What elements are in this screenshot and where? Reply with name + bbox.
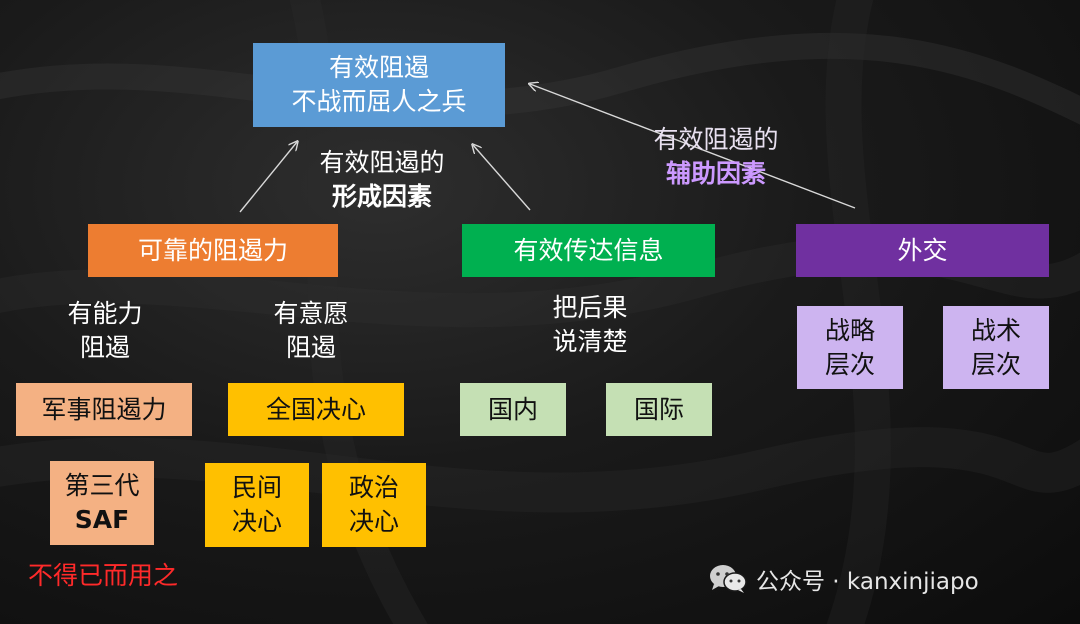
branch-effective-communication: 有效传达信息	[462, 224, 715, 277]
last-resort-caption: 不得已而用之	[10, 559, 196, 593]
political-resolve-line1: 政治	[348, 473, 399, 502]
top-node-effective-deterrence: 有效阻遏 不战而屈人之兵	[253, 43, 505, 127]
saf-line1: 第三代	[64, 471, 140, 500]
military-label: 军事阻遏力	[41, 394, 167, 424]
branch-credible-label: 可靠的阻遏力	[137, 235, 288, 265]
branch-communicate-label: 有效传达信息	[513, 235, 664, 265]
political-resolve-line2: 决心	[348, 507, 399, 536]
formation-label-line1: 有效阻遏的	[319, 148, 445, 177]
branch-diplomacy: 外交	[796, 224, 1049, 277]
saf-line2: SAF	[74, 505, 130, 534]
domestic-label: 国内	[487, 394, 538, 424]
tactical-line1: 战术	[970, 315, 1021, 345]
watermark: 公众号 · kanxinjiapo	[708, 562, 979, 596]
node-domestic: 国内	[460, 383, 566, 436]
strategic-line1: 战略	[824, 315, 875, 345]
consequences-label: 把后果 说清楚	[530, 291, 650, 359]
strategic-line2: 层次	[824, 349, 875, 379]
willingness-line2: 阻遏	[285, 333, 336, 362]
aux-label-line2: 辅助因素	[665, 159, 766, 188]
node-strategic-level: 战略 层次	[797, 306, 903, 389]
capability-label: 有能力 阻遏	[45, 297, 165, 365]
capability-line1: 有能力	[67, 299, 143, 328]
formation-factors-label: 有效阻遏的 形成因素	[302, 146, 462, 214]
node-third-gen-saf: 第三代 SAF	[50, 461, 154, 545]
consequences-line1: 把后果	[552, 293, 628, 322]
capability-line2: 阻遏	[79, 333, 130, 362]
national-resolve-label: 全国决心	[265, 394, 366, 424]
international-label: 国际	[633, 394, 684, 424]
last-resort-text: 不得已而用之	[27, 561, 178, 590]
consequences-line2: 说清楚	[552, 327, 628, 356]
node-military-deterrence: 军事阻遏力	[16, 383, 192, 436]
branch-credible-deterrence: 可靠的阻遏力	[88, 224, 338, 277]
formation-label-line2: 形成因素	[331, 182, 432, 211]
wechat-icon	[710, 565, 747, 593]
top-node-line2: 不战而屈人之兵	[291, 87, 467, 116]
node-civil-resolve: 民间 决心	[205, 463, 309, 547]
watermark-text: 公众号 · kanxinjiapo	[756, 569, 979, 595]
willingness-line1: 有意愿	[273, 299, 349, 328]
tactical-line2: 层次	[970, 349, 1021, 379]
civil-resolve-line2: 决心	[231, 507, 282, 536]
aux-label-line1: 有效阻遏的	[653, 125, 779, 154]
auxiliary-factors-label: 有效阻遏的 辅助因素	[636, 123, 796, 191]
civil-resolve-line1: 民间	[231, 473, 282, 502]
node-tactical-level: 战术 层次	[943, 306, 1049, 389]
willingness-label: 有意愿 阻遏	[251, 297, 371, 365]
node-political-resolve: 政治 决心	[322, 463, 426, 547]
branch-diplomacy-label: 外交	[897, 235, 948, 265]
top-node-line1: 有效阻遏	[328, 53, 429, 82]
node-national-resolve: 全国决心	[228, 383, 404, 436]
node-international: 国际	[606, 383, 712, 436]
